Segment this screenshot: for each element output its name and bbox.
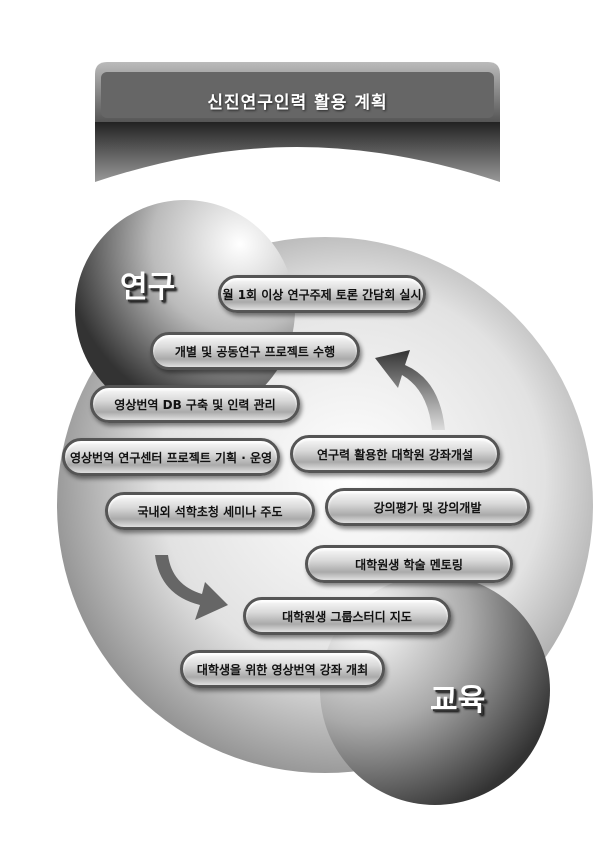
plan-item: 영상번역 연구센터 프로젝트 기획 · 운영 [62,438,280,476]
plan-item: 개별 및 공동연구 프로젝트 수행 [150,332,360,370]
plan-item: 대학생을 위한 영상번역 강좌 개최 [180,650,385,688]
research-label: 연구 [120,270,176,305]
arrow-up-icon [375,350,445,430]
plan-item: 영상번역 DB 구축 및 인력 관리 [90,385,300,423]
arrow-down-icon [155,555,228,620]
plan-item: 국내외 석학초청 세미나 주도 [105,492,315,530]
education-label: 교육 [430,683,486,718]
plan-item: 연구력 활용한 대학원 강좌개설 [290,435,500,473]
page-title: 신진연구인력 활용 계획 [207,93,388,113]
plan-item: 월 1회 이상 연구주제 토론 간담회 실시 [218,275,426,313]
title-banner [95,62,500,182]
plan-item: 대학원생 그룹스터디 지도 [243,597,451,635]
plan-item: 강의평가 및 강의개발 [325,488,530,526]
plan-item: 대학원생 학술 멘토링 [305,545,513,583]
